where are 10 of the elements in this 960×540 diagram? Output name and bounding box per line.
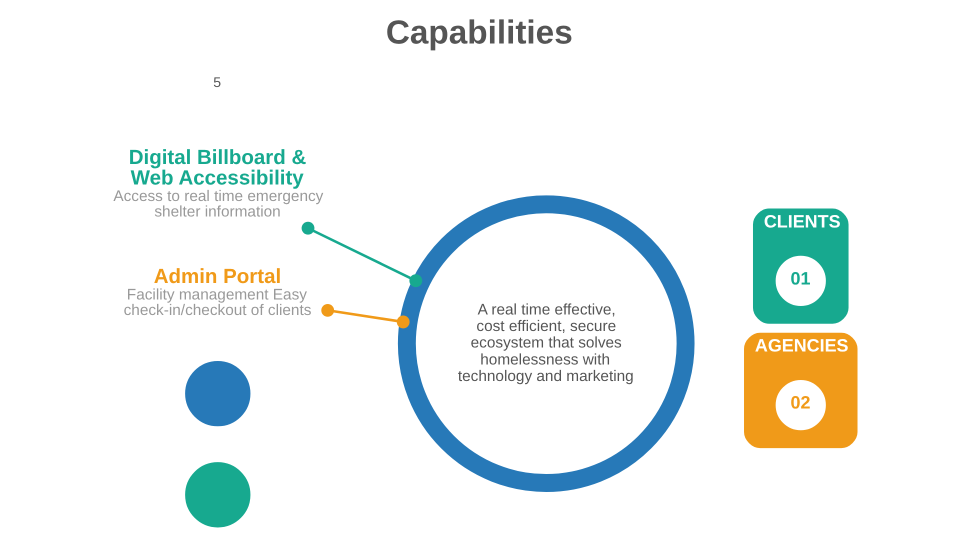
node-text: Digital Billboard & Web Accessibility Access to real time emergency shelter information [113, 146, 324, 220]
diagram-title: Capabilities [386, 14, 573, 52]
node-text: Admin Portal Facility management Easy check-in/checkout of clients [124, 265, 312, 319]
node-circle: 01 [773, 253, 828, 309]
connector [302, 222, 422, 288]
label: 5 [213, 74, 222, 90]
node-circle [185, 360, 250, 426]
connector [321, 304, 410, 328]
node-circle [185, 462, 250, 528]
node-circle: 02 [773, 377, 828, 433]
